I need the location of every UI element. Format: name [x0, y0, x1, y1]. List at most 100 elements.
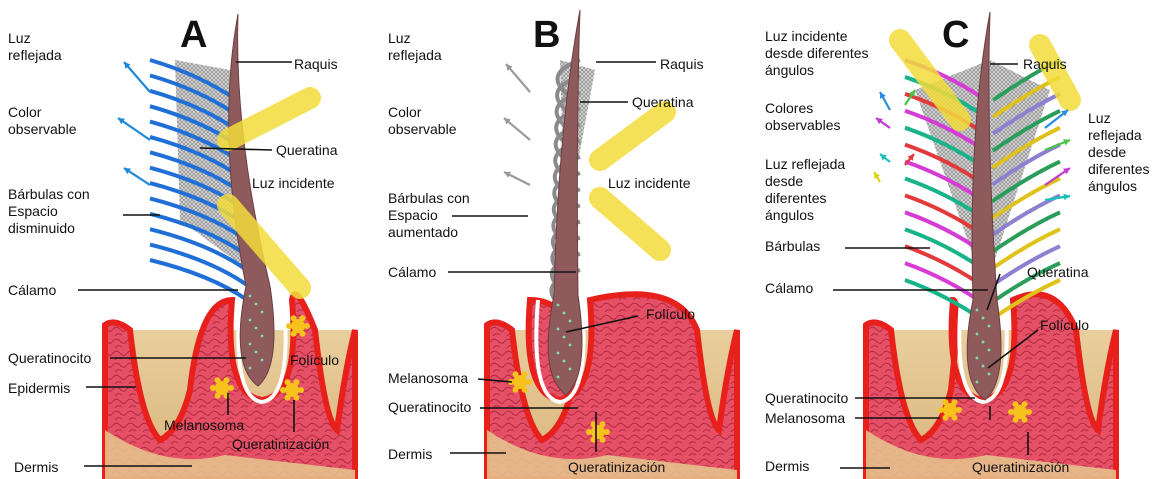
a-observable-color-label: Color observable [8, 104, 77, 138]
c-dermis-label: Dermis [765, 458, 809, 475]
b-keratinization-label: Queratinización [568, 459, 665, 476]
b-dermis-label: Dermis [388, 446, 432, 463]
keratin-dot [557, 304, 560, 307]
incident-light-beam [600, 198, 660, 250]
c-incident-light-label: Luz incidente desde diferentes ángulos [765, 28, 869, 79]
a-calamus-label: Cálamo [8, 282, 56, 299]
keratin-dot [982, 365, 985, 368]
melanosome-dendrite [1013, 401, 1019, 407]
a-melanosome-label: Melanosoma [164, 417, 244, 434]
melanosome-dendrite [522, 387, 528, 393]
a-reflected-light-label: Luz reflejada [8, 30, 62, 64]
c-reflected-light-right-label: Luz reflejada desde diferentes ángulos [1088, 110, 1149, 195]
b-keratinocyte-label: Queratinocito [388, 399, 471, 416]
c-follicle-label: Folículo [1040, 317, 1089, 334]
keratin-dot [249, 343, 252, 346]
melanosome-dendrite [956, 407, 962, 413]
melanosome-dendrite [943, 415, 949, 421]
melanosome-dendrite [215, 377, 221, 383]
melanosome-dendrite [1022, 401, 1028, 407]
b-barbules-label: Bárbulas con Espacio aumentado [388, 190, 470, 241]
keratin-dot [563, 360, 566, 363]
melanosome-dendrite [291, 331, 297, 337]
keratin-dot [569, 320, 572, 323]
keratin-dot [557, 352, 560, 355]
c-observable-colors-label: Colores observables [765, 100, 841, 134]
melanosome-dendrite [304, 323, 310, 329]
c-calamus-label: Cálamo [765, 280, 813, 297]
keratin-dot [557, 376, 560, 379]
panel-c [866, 12, 1116, 479]
panel-c-title: C [942, 14, 969, 57]
keratin-dot [249, 319, 252, 322]
keratin-dot [976, 357, 979, 360]
keratin-dot [255, 351, 258, 354]
a-follicle-label: Folículo [290, 352, 339, 369]
keratin-dot [249, 367, 252, 370]
barb [150, 260, 247, 300]
c-barbules-label: Bárbulas [765, 238, 820, 255]
melanosome-dendrite [294, 379, 300, 385]
melanosome-dendrite [952, 399, 958, 405]
melanosome-dendrite [280, 387, 286, 393]
melanosome-dendrite [300, 315, 306, 321]
b-incident-light-label: Luz incidente [608, 175, 691, 192]
panel-a-title: A [180, 14, 207, 57]
keratin-dot [255, 327, 258, 330]
melanosome-dendrite [1013, 417, 1019, 423]
melanosome-dendrite [522, 371, 528, 377]
a-keratinization-label: Queratinización [232, 436, 329, 453]
melanosome-dendrite [228, 385, 234, 391]
melanosome-dendrite [285, 379, 291, 385]
keratin-dot [261, 311, 264, 314]
b-calamus-label: Cálamo [388, 264, 436, 281]
melanosome-dendrite [513, 371, 519, 377]
melanosome-dendrite [1022, 417, 1028, 423]
a-incident-light-label: Luz incidente [252, 175, 335, 192]
keratin-dot [976, 381, 979, 384]
b-observable-color-label: Color observable [388, 104, 457, 138]
melanosome-dendrite [285, 395, 291, 401]
c-melanosome-label: Melanosoma [765, 410, 845, 427]
keratin-dot [988, 349, 991, 352]
melanosome-dendrite [224, 377, 230, 383]
melanosome-dendrite [286, 323, 292, 329]
keratin-dot [569, 344, 572, 347]
melanosome-dendrite [1008, 409, 1014, 415]
keratin-dot [982, 341, 985, 344]
b-follicle-label: Folículo [646, 306, 695, 323]
c-keratin-label: Queratina [1027, 264, 1088, 281]
keratin-dot [255, 303, 258, 306]
melanosome-dendrite [291, 315, 297, 321]
keratin-dot [988, 373, 991, 376]
a-keratin-label: Queratina [276, 142, 337, 159]
melanosome-dendrite [586, 429, 592, 435]
melanosome-dendrite [513, 387, 519, 393]
melanosome-dendrite [952, 415, 958, 421]
c-rachis-label: Raquis [1023, 56, 1067, 73]
melanosome-dendrite [1026, 409, 1032, 415]
keratin-dot [261, 359, 264, 362]
melanosome-dendrite [210, 385, 216, 391]
keratin-dot [982, 317, 985, 320]
keratin-dot [557, 328, 560, 331]
keratin-dot [976, 333, 979, 336]
melanosome-dendrite [604, 429, 610, 435]
melanosome-dendrite [943, 399, 949, 405]
a-keratinocyte-label: Queratinocito [8, 350, 91, 367]
keratin-dot [249, 295, 252, 298]
c-keratinization-label: Queratinización [972, 459, 1069, 476]
a-dermis-label: Dermis [14, 459, 58, 476]
b-reflected-light-label: Luz reflejada [388, 30, 442, 64]
incident-light-beam [600, 112, 665, 160]
panel-a [105, 14, 355, 479]
keratin-dot [261, 335, 264, 338]
keratin-dot [988, 325, 991, 328]
keratin-dot [569, 368, 572, 371]
keratin-dot [563, 336, 566, 339]
panel-b-title: B [533, 14, 560, 57]
c-keratinocyte-label: Queratinocito [765, 390, 848, 407]
keratin-dot [563, 312, 566, 315]
melanosome-dendrite [526, 379, 532, 385]
